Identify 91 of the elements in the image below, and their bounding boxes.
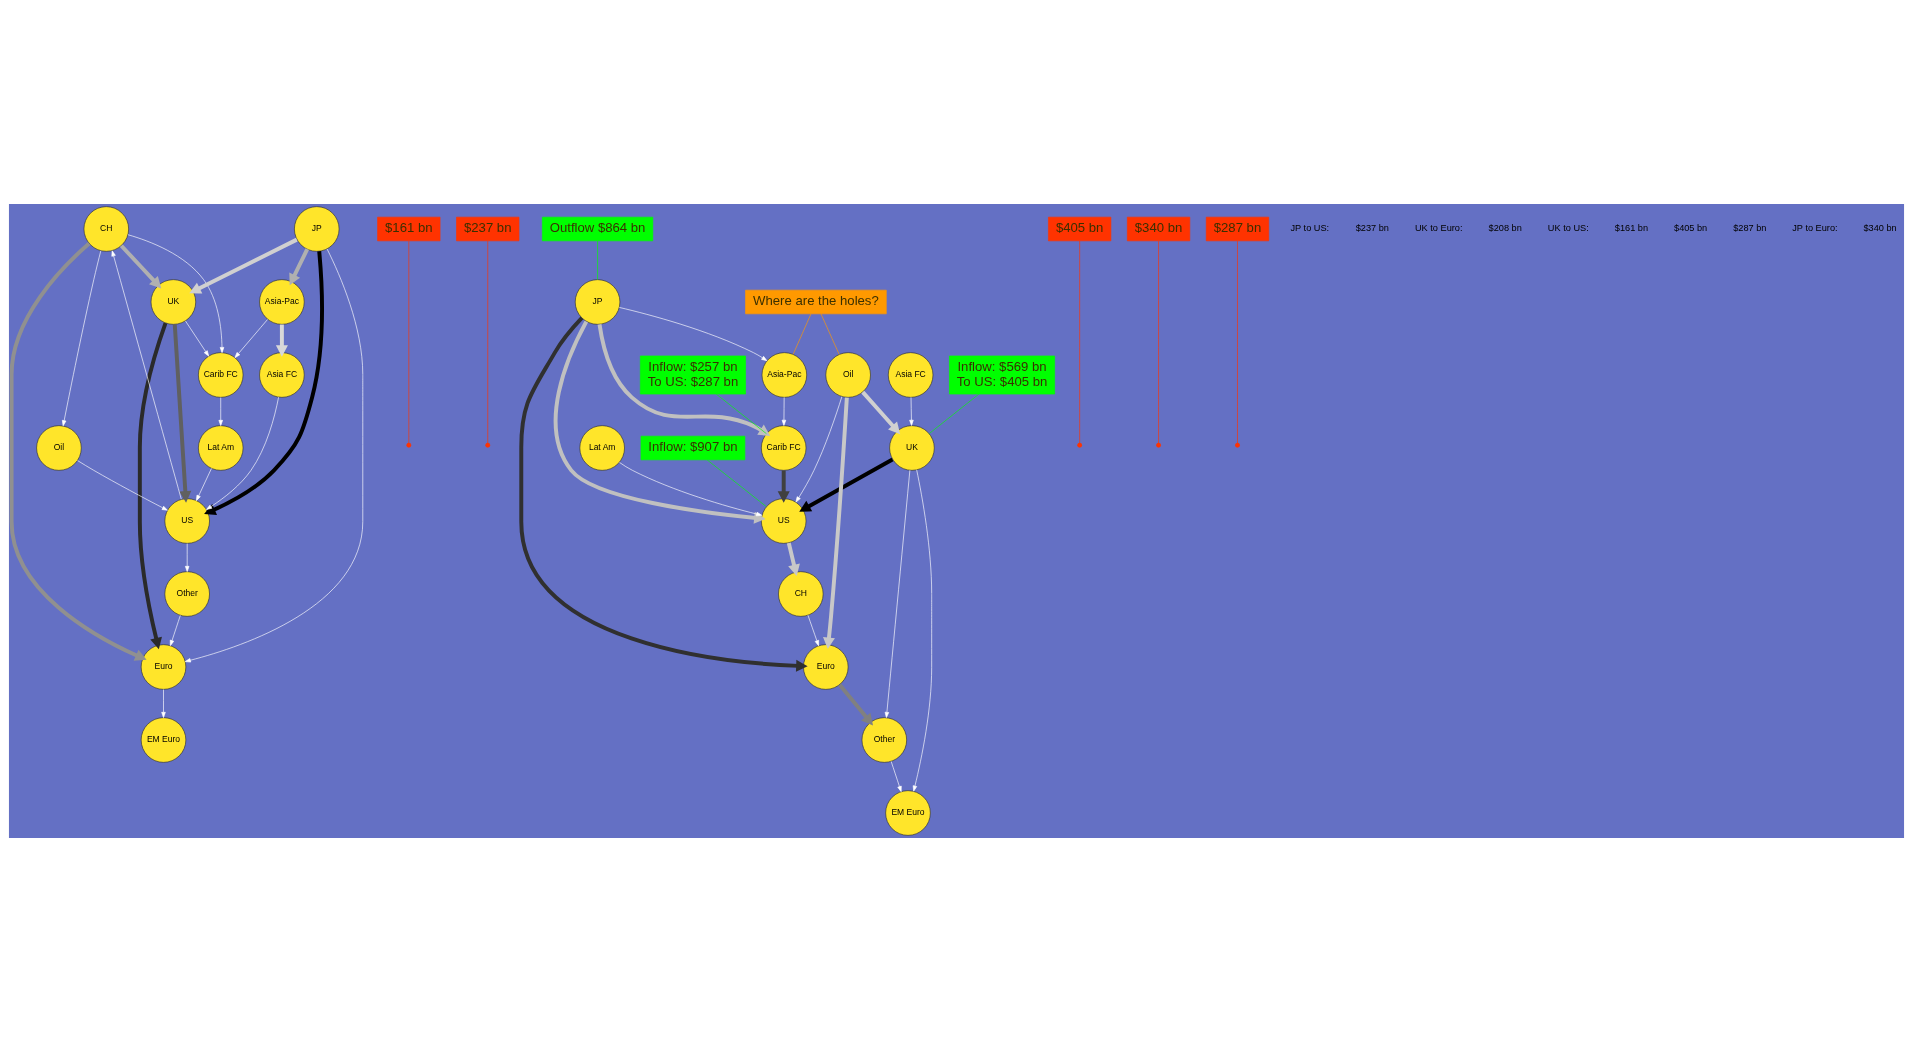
arrow [890, 761, 902, 792]
arrow [884, 469, 911, 718]
label: $340 bn [1863, 223, 1897, 234]
arrow [119, 244, 162, 289]
connector [1237, 240, 1238, 444]
arrow [111, 250, 182, 500]
label: UK to Euro: [1414, 223, 1463, 234]
connector [820, 313, 840, 355]
node-circle: CH [778, 571, 824, 617]
node-circle: EM Euro [140, 717, 187, 763]
label: $405 bn [1674, 223, 1708, 234]
node-circle: Asia FC [259, 352, 305, 398]
arrow [172, 324, 192, 503]
node-circle: Euro [803, 644, 849, 690]
node-box: $237 bn [456, 216, 520, 242]
arrow [909, 397, 914, 426]
node-circle: Asia FC [887, 352, 934, 398]
connector [1079, 240, 1080, 444]
node-box: $340 bn [1127, 216, 1191, 242]
arrow [62, 250, 102, 427]
node-circle: Euro [140, 644, 187, 690]
arrow [777, 470, 790, 503]
node-circle: Carib FC [761, 425, 807, 471]
arrow [912, 469, 932, 792]
arrow [799, 457, 894, 512]
arrow [786, 542, 800, 577]
node-circle: Lat Am [579, 425, 625, 471]
arrow [204, 251, 324, 515]
node-circle: Other [861, 717, 907, 763]
label: JP to Euro: [1792, 223, 1838, 234]
arrow [169, 615, 181, 646]
node-box: Inflow: $907 bn [640, 435, 746, 461]
arrow [196, 468, 212, 501]
arrow [77, 460, 168, 511]
label: $287 bn [1733, 223, 1767, 234]
arrow [823, 397, 849, 649]
arrow [206, 396, 279, 510]
connector [706, 459, 767, 507]
node-circle: JP [294, 206, 340, 252]
arrow [189, 237, 298, 294]
connector [408, 240, 410, 444]
arrow [137, 322, 168, 650]
node-box: Where are the holes? [745, 289, 887, 315]
arrow [161, 689, 166, 718]
node-circle: JP [574, 279, 621, 325]
node-circle: Lat Am [198, 425, 244, 471]
arrow [185, 543, 190, 572]
arrow [519, 316, 808, 672]
node-box: Inflow: $569 bn To US: $405 bn [949, 355, 1055, 395]
node-circle: EM Euro [885, 790, 931, 836]
node-circle: CH [83, 206, 129, 252]
node-box: Outflow $864 bn [542, 216, 654, 242]
connector [597, 240, 598, 280]
connector [792, 313, 812, 355]
node-circle: Asia-Pac [259, 279, 305, 325]
arrow [838, 683, 874, 726]
label: UK to US: [1547, 223, 1589, 234]
node-box: $287 bn [1205, 216, 1270, 242]
arrow [234, 319, 268, 358]
node-box: Inflow: $257 bn To US: $287 bn [640, 355, 746, 395]
node-circle: Oil [36, 425, 82, 471]
arrow [795, 396, 843, 503]
node-circle: UK [150, 279, 197, 325]
label: JP to US: [1290, 223, 1330, 234]
node-circle: Other [164, 571, 210, 617]
label: $208 bn [1488, 223, 1522, 234]
arrow [127, 234, 225, 353]
arrow [781, 397, 787, 426]
arrow [553, 320, 766, 524]
connector [715, 393, 767, 435]
arrow [618, 307, 768, 362]
arrow [275, 324, 288, 357]
connector [929, 393, 980, 434]
label: $237 bn [1355, 223, 1389, 234]
arrow [184, 248, 364, 663]
label: $161 bn [1614, 223, 1649, 234]
arrow [185, 320, 209, 357]
arrow [861, 390, 901, 435]
arrow [289, 248, 309, 286]
arrow [9, 242, 147, 661]
node-circle: US [164, 498, 210, 544]
arrow [597, 324, 771, 436]
arrow [619, 462, 763, 517]
node-box: $405 bn [1048, 216, 1112, 242]
connector [1158, 240, 1159, 444]
arrow [807, 614, 819, 647]
node-box: $161 bn [377, 216, 441, 242]
node-circle: UK [889, 425, 935, 471]
connector [487, 240, 489, 444]
arrow [218, 397, 223, 426]
node-circle: Oil [825, 352, 871, 398]
